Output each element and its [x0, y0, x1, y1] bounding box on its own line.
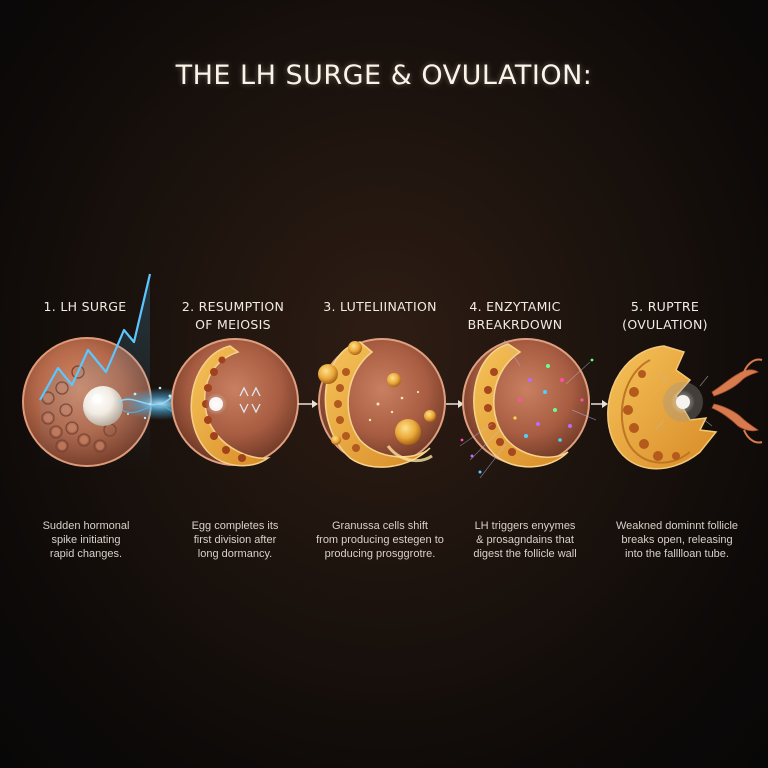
stage-4-description: LH triggers enyymes & prosagndains that …	[473, 520, 577, 560]
page-title: THE LH SURGE & OVULATION:	[175, 60, 593, 91]
stage-4-follicle	[459, 338, 597, 479]
arrow-4-to-5	[591, 400, 608, 408]
stage-5-ruptured-follicle	[607, 345, 718, 470]
stage-3-follicle	[318, 338, 446, 468]
fimbriae-icon	[711, 358, 763, 444]
stage-2-follicle	[171, 338, 299, 467]
stage-2-label: 2. RESUMPTION OF MEIOSIS	[181, 299, 285, 332]
stage-4-label: 4. ENZYTAMIC BREAKRDOWN	[467, 299, 563, 332]
stage-5-description: Weakned dominnt follicle breaks open, re…	[615, 520, 739, 560]
arrow-2-to-3	[298, 400, 318, 408]
arrow-3-to-4	[446, 400, 464, 408]
stage-1-follicle	[22, 273, 152, 470]
stage-3-label: 3. LUTELIINATION	[323, 299, 437, 314]
stage-3-description: Granussa cells shift from producing este…	[316, 520, 444, 560]
stage-5-label: 5. RUPTRE (OVULATION)	[622, 299, 708, 332]
stage-1-description: Sudden hormonal spike initiating rapid c…	[42, 520, 130, 560]
stage-1-label: 1. LH SURGE	[43, 299, 127, 314]
stage-2-description: Egg completes its first division after l…	[191, 520, 279, 560]
